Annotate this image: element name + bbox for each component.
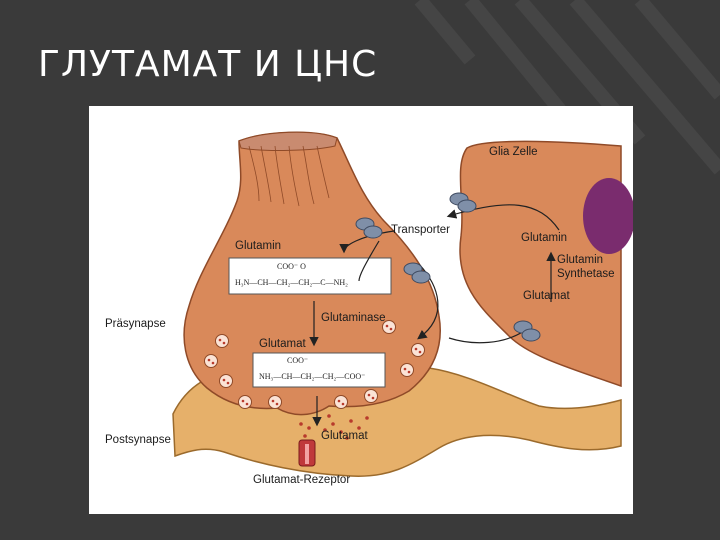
synapse-diagram: Glia Zelle Transporter Glutamin Glutamin… — [89, 106, 633, 514]
axon-filaments — [248, 145, 330, 207]
axon — [238, 131, 338, 151]
presyn-glutamat-label: Glutamat — [259, 338, 306, 350]
presyn-glutamin-label: Glutamin — [235, 240, 282, 252]
synaptic-vesicles — [204, 320, 425, 409]
slide-title: ГЛУТАМАТ И ЦНС — [38, 44, 378, 85]
synthetase-label-line2: Synthetase — [557, 268, 615, 280]
postsynapse-label: Postsynapse — [105, 434, 171, 446]
glutaminase-label: Glutaminase — [321, 312, 386, 324]
glia-cell — [459, 140, 622, 388]
glia-cell-label: Glia Zelle — [489, 146, 538, 158]
glutamate-formula-bottom: NH₃—CH—CH₂—CH₂—COO⁻ — [259, 372, 366, 381]
glutamate-formula-top: COO⁻ — [287, 356, 309, 365]
glutamate-formula-box — [252, 352, 386, 388]
transporter-proteins — [355, 192, 541, 342]
glutamine-formula-top: COO⁻ O — [277, 262, 306, 271]
cleft-glutamat-label: Glutamat — [321, 430, 368, 442]
synthetase-label-line1: Glutamin — [557, 254, 604, 266]
glutamate-receptor — [298, 439, 316, 467]
glia-glutamin-label: Glutamin — [521, 232, 568, 244]
glia-glutamat-label: Glutamat — [523, 290, 570, 302]
glutamine-formula-box — [228, 257, 392, 295]
transporter-label: Transporter — [391, 224, 451, 236]
receptor-label: Glutamat-Rezeptor — [253, 474, 351, 486]
synapse-illustration — [172, 131, 633, 477]
glia-nucleus — [583, 178, 633, 254]
glutamine-formula-bottom: H₃N—CH—CH₂—CH₂—C—NH₂ — [235, 278, 348, 287]
prasynapse-label: Präsynapse — [105, 318, 166, 330]
